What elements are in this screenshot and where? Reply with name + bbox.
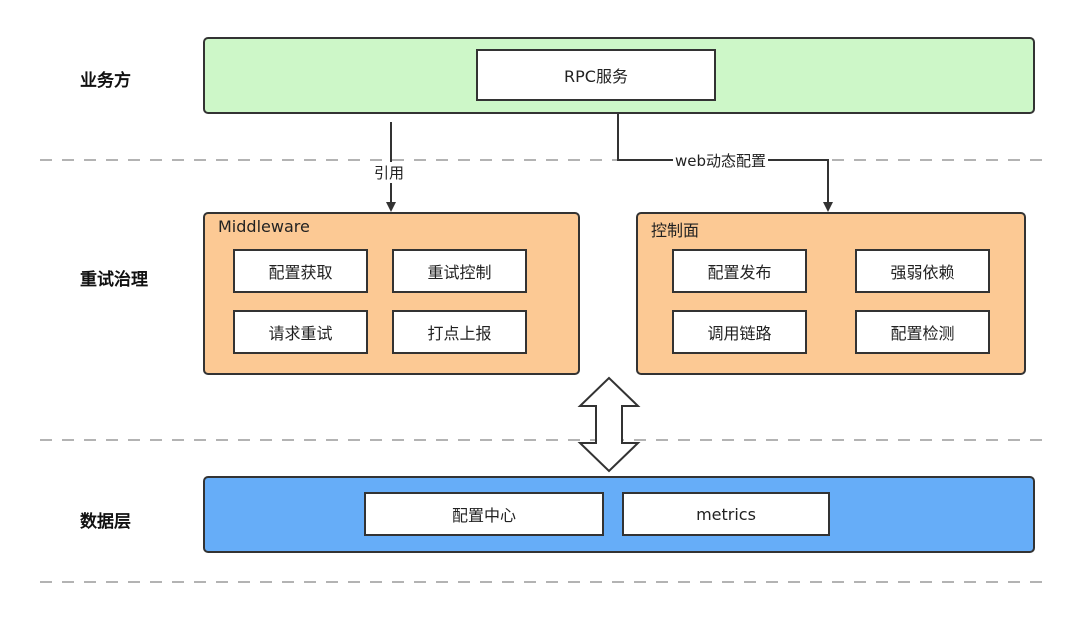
rpc-service-box: RPC服务 (476, 49, 716, 101)
control-item: 调用链路 (672, 310, 807, 354)
middleware-item: 重试控制 (392, 249, 527, 293)
control-item: 配置发布 (672, 249, 807, 293)
control-item: 配置检测 (855, 310, 990, 354)
bidirectional-arrow (577, 376, 641, 473)
middleware-item: 请求重试 (233, 310, 368, 354)
reference-label: 引用 (374, 162, 405, 183)
control-item: 强弱依赖 (855, 249, 990, 293)
control-plane-panel (636, 212, 1026, 375)
layer-label-retry: 重试治理 (80, 270, 148, 290)
config-center-box: 配置中心 (364, 492, 604, 536)
metrics-box: metrics (622, 492, 830, 536)
web-config-label: web动态配置 (673, 150, 769, 171)
middleware-title: Middleware (218, 217, 310, 236)
data-layer-box (203, 476, 1035, 553)
layer-label-data: 数据层 (80, 512, 131, 532)
control-plane-title: 控制面 (651, 221, 700, 240)
middleware-item: 配置获取 (233, 249, 368, 293)
layer-label-business: 业务方 (80, 71, 131, 91)
middleware-item: 打点上报 (392, 310, 527, 354)
